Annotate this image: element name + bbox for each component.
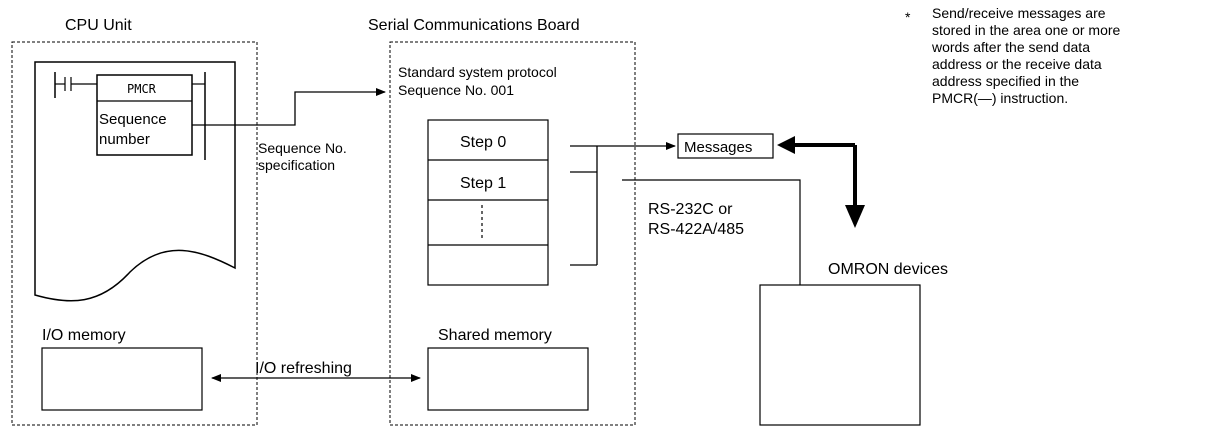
scb-box — [389, 41, 636, 426]
shared-memory-title: Shared memory — [438, 327, 552, 344]
messages-box — [677, 133, 774, 159]
rs-label-1: RS-232C or — [648, 201, 733, 218]
note-asterisk: * — [905, 9, 911, 25]
io-refreshing-label: I/O refreshing — [255, 360, 352, 377]
sequence-spec-label-2: specification — [258, 157, 335, 173]
sequence-number-label-2: number — [99, 131, 150, 148]
thick-arrowhead-down — [845, 205, 865, 228]
sequence-spec-label-1: Sequence No. — [258, 140, 347, 156]
shared-memory-box — [427, 347, 589, 411]
io-memory-title: I/O memory — [42, 327, 126, 344]
omron-devices-box — [759, 284, 921, 426]
protocol-label-1: Standard system protocol — [398, 64, 557, 80]
cpu-unit-box — [11, 41, 258, 426]
protocol-label-2: Sequence No. 001 — [398, 82, 514, 98]
note-line-2: stored in the area one or more — [932, 22, 1121, 38]
pmcr-instruction-box — [96, 74, 193, 156]
rs-line — [622, 179, 801, 285]
step-table — [427, 119, 549, 286]
io-memory-box — [41, 347, 203, 411]
step-0-label: Step 0 — [460, 134, 506, 151]
messages-label: Messages — [684, 139, 752, 156]
pmcr-label: PMCR — [127, 82, 157, 96]
sequence-number-label-1: Sequence — [99, 111, 167, 128]
note-line-4: address or the receive data — [932, 56, 1102, 72]
sequence-spec-arrow — [192, 88, 386, 126]
note-line-3: words after the send data — [931, 39, 1090, 55]
cpu-unit-title: CPU Unit — [65, 17, 132, 34]
thick-arrowhead-left — [777, 136, 795, 154]
note-line-1: Send/receive messages are — [932, 5, 1106, 21]
step-1-label: Step 1 — [460, 175, 506, 192]
note-line-5: address specified in the — [932, 73, 1079, 89]
omron-devices-title: OMRON devices — [828, 261, 948, 278]
scb-title: Serial Communications Board — [368, 17, 580, 34]
rs-label-2: RS-422A/485 — [648, 221, 744, 238]
note-line-6: PMCR(—) instruction. — [932, 90, 1068, 106]
